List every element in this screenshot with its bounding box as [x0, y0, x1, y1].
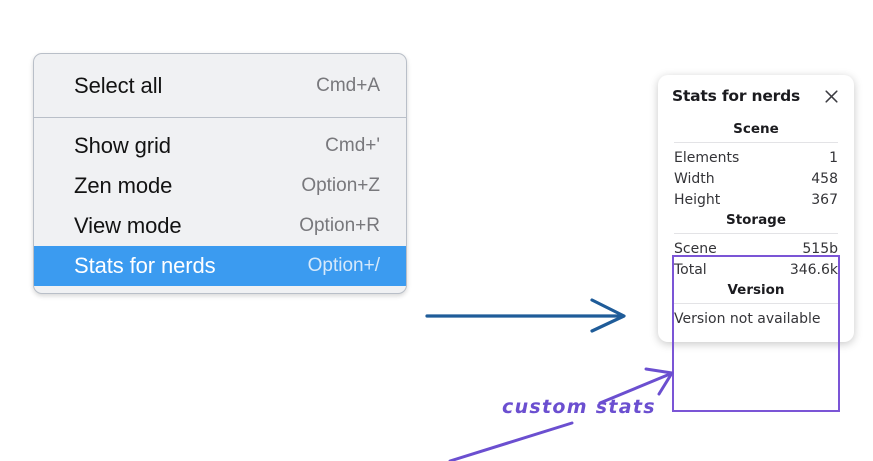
section-heading: Scene [733, 121, 779, 137]
purple-tail-annotation [448, 421, 574, 461]
menu-item-shortcut: Option+R [299, 215, 380, 236]
stat-row: Width 458 [672, 168, 840, 189]
stat-row: Height 367 [672, 189, 840, 210]
section-version: Version Version not available [672, 280, 840, 328]
menu-item-label: Show grid [74, 133, 171, 158]
section-heading: Version [727, 282, 785, 298]
context-menu[interactable]: Select all Cmd+A Show grid Cmd+' Zen mod… [33, 53, 407, 294]
section-divider [674, 303, 838, 304]
menu-separator [34, 117, 406, 118]
panel-header: Stats for nerds [672, 87, 840, 105]
menu-item-stats-for-nerds[interactable]: Stats for nerds Option+/ [34, 246, 406, 286]
section-storage: Storage Scene 515b Total 346.6k [672, 210, 840, 280]
menu-item-label: Select all [74, 73, 163, 98]
close-icon[interactable] [823, 88, 840, 105]
stat-value: 346.6k [789, 261, 838, 278]
stat-label: Scene [674, 240, 717, 257]
menu-item-shortcut: Option+/ [307, 255, 380, 276]
stat-value: 515b [802, 240, 838, 257]
menu-item-view-mode[interactable]: View mode Option+R [34, 206, 406, 246]
menu-item-shortcut: Cmd+' [325, 135, 380, 156]
stat-label: Total [674, 261, 707, 278]
menu-group-2: Show grid Cmd+' Zen mode Option+Z View m… [34, 118, 406, 293]
version-value: Version not available [674, 311, 821, 327]
stats-for-nerds-panel: Stats for nerds Scene Elements 1 Width 4… [658, 75, 854, 342]
stat-value: 367 [811, 191, 838, 208]
section-heading: Storage [725, 212, 787, 228]
section-divider [674, 233, 838, 234]
menu-group-1: Select all Cmd+A [34, 54, 406, 117]
stat-label: Elements [674, 149, 740, 166]
menu-item-label: View mode [74, 213, 182, 238]
stat-row: Scene 515b [672, 238, 840, 259]
menu-item-label: Zen mode [74, 173, 173, 198]
menu-item-shortcut: Option+Z [301, 175, 380, 196]
stat-label: Width [674, 170, 715, 187]
menu-item-label: Stats for nerds [74, 253, 216, 278]
blue-arrow-annotation [425, 298, 626, 333]
stat-row: Elements 1 [672, 147, 840, 168]
stat-row: Total 346.6k [672, 259, 840, 280]
stat-value: 458 [811, 170, 838, 187]
panel-title: Stats for nerds [672, 87, 801, 105]
menu-item-zen-mode[interactable]: Zen mode Option+Z [34, 166, 406, 206]
custom-stats-annotation-label: custom stats [502, 396, 656, 418]
section-scene: Scene Elements 1 Width 458 Height 367 [672, 119, 840, 210]
menu-item-shortcut: Cmd+A [316, 75, 380, 96]
section-divider [674, 142, 838, 143]
stat-value: 1 [829, 149, 838, 166]
menu-item-select-all[interactable]: Select all Cmd+A [34, 66, 406, 106]
menu-item-show-grid[interactable]: Show grid Cmd+' [34, 126, 406, 166]
stat-label: Height [674, 191, 721, 208]
